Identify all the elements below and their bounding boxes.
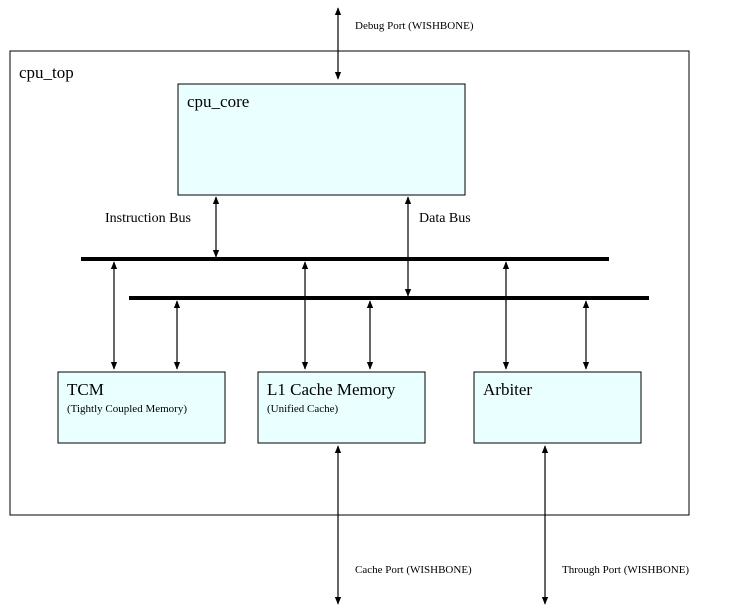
cache-port-label: Cache Port (WISHBONE) (355, 564, 472, 576)
arbiter-block (473, 371, 642, 444)
data-bus-label: Data Bus (419, 211, 471, 226)
tcm-title: TCM (67, 380, 104, 399)
cpu-core-title: cpu_core (187, 92, 249, 111)
through-port-label: Through Port (WISHBONE) (562, 564, 689, 576)
debug-port-label: Debug Port (WISHBONE) (355, 20, 474, 32)
tcm-subtitle: (Tightly Coupled Memory) (67, 403, 187, 415)
arbiter-title: Arbiter (483, 380, 532, 399)
tcm-block (57, 371, 226, 444)
l1-cache-block (257, 371, 426, 444)
instruction-bus-label: Instruction Bus (105, 211, 191, 226)
cpu-top-title: cpu_top (19, 63, 74, 82)
cpu-core-block (177, 83, 466, 196)
l1-cache-subtitle: (Unified Cache) (267, 403, 338, 415)
l1-cache-title: L1 Cache Memory (267, 380, 396, 399)
